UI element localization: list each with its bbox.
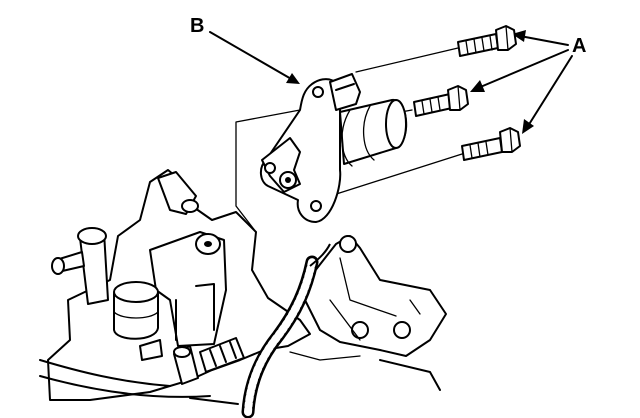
- lower-hose: [39, 351, 441, 405]
- callout-label-b: B: [190, 15, 204, 37]
- valve-assembly: [260, 73, 408, 223]
- callout-a-leaders: [470, 30, 573, 134]
- callout-label-a: A: [572, 35, 586, 57]
- bolt-bottom: [461, 127, 521, 161]
- callout-b-leader: [209, 31, 300, 84]
- engine-mount-housing: [47, 169, 311, 401]
- wiring-harness: [241, 243, 331, 418]
- bolt-top: [457, 25, 517, 57]
- right-support-bracket: [299, 235, 447, 357]
- bolt-middle: [413, 85, 469, 117]
